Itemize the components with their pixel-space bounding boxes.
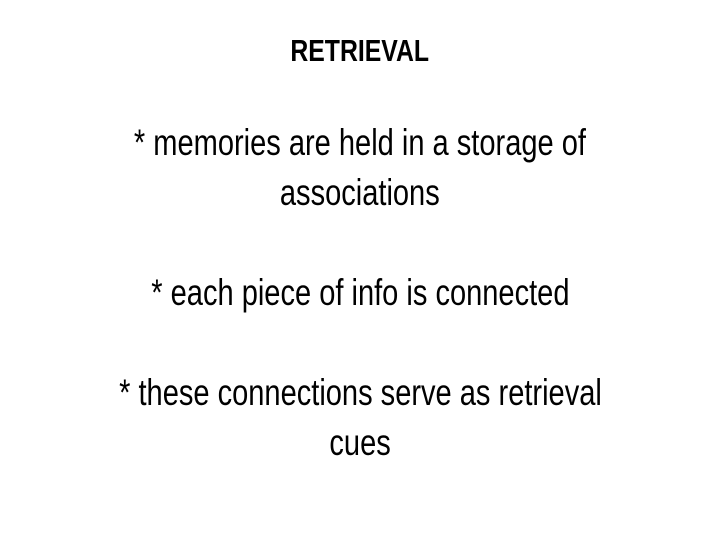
bullet-2-line-1: * each piece of info is connected	[30, 268, 690, 318]
page-title-text: RETRIEVAL	[290, 33, 430, 68]
bullet-2-line-1-text: * each piece of info is connected	[150, 272, 570, 313]
paragraph-spacer-1	[30, 218, 690, 268]
bullet-3-line-1-text: * these connections serve as retrieval	[118, 372, 602, 413]
bullet-1-line-1-text: * memories are held in a storage of	[133, 122, 587, 163]
slide-body: * memories are held in a storage of asso…	[30, 118, 690, 468]
page-title: RETRIEVAL	[0, 33, 720, 69]
bullet-1-line-2-text: associations	[280, 172, 440, 213]
bullet-3-line-1: * these connections serve as retrieval	[30, 368, 690, 418]
paragraph-spacer-2	[30, 318, 690, 368]
bullet-1-line-2: associations	[30, 168, 690, 218]
bullet-1-line-1: * memories are held in a storage of	[30, 118, 690, 168]
bullet-3-line-2-text: cues	[329, 422, 391, 463]
bullet-3-line-2: cues	[30, 418, 690, 468]
